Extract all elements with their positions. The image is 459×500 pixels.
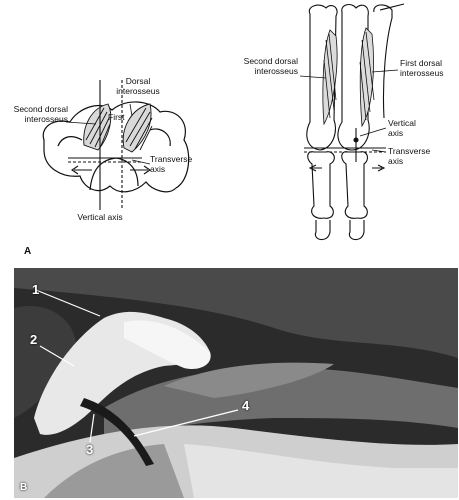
photo-label-1: 1 (32, 282, 40, 297)
photo-label-2: 2 (30, 332, 38, 347)
leader-lines-left (65, 103, 151, 165)
label-vertical-axis-left: Vertical axis (77, 212, 123, 222)
label-vertical-axis-right: Vertical axis (388, 118, 416, 138)
panel-a-letter: A (24, 246, 32, 257)
label-dorsal-interosseus: Dorsal interosseus (116, 76, 160, 96)
interosseus-muscles-right (322, 27, 375, 128)
panel-a-illustration (42, 3, 405, 241)
label-first-dorsal-interosseus: First dorsal interosseus (400, 58, 444, 78)
label-first: First (108, 112, 125, 122)
photo-label-4: 4 (242, 398, 250, 413)
label-second-dorsal-interosseus-right: Second dorsal interosseus (243, 56, 298, 76)
axes-left (68, 80, 151, 210)
interosseus-muscle-bellies (83, 103, 153, 153)
label-transverse-axis-left: Transverse axis (150, 154, 193, 174)
photo-label-3: 3 (86, 442, 94, 457)
hand-bones-dorsal-view (306, 3, 405, 241)
leader-lines-right (299, 69, 399, 153)
label-second-dorsal-interosseus-left: Second dorsal interosseus (13, 104, 68, 124)
dissection-photograph (14, 268, 458, 498)
panel-b-letter: B (20, 482, 28, 493)
axes-right (304, 128, 386, 172)
label-transverse-axis-right: Transverse axis (388, 146, 431, 166)
